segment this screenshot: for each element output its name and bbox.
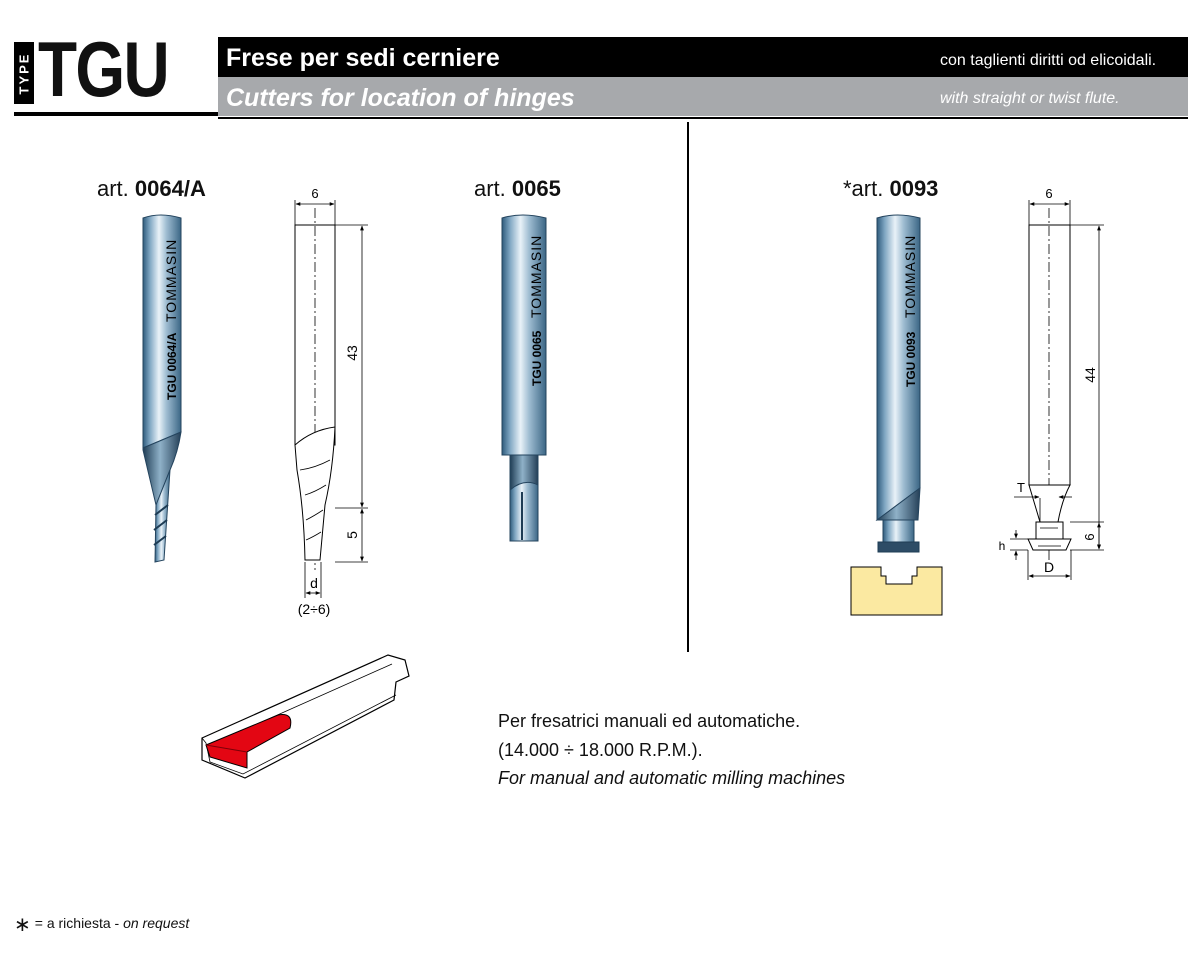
svg-text:TGU 0064/A: TGU 0064/A	[165, 332, 179, 400]
vertical-divider	[687, 122, 689, 652]
svg-text:TOMMASIN: TOMMASIN	[163, 239, 179, 322]
cutter-0093-photo: TGU 0093 TOMMASIN	[875, 214, 921, 553]
article-title-0093: *art. 0093	[843, 176, 939, 201]
drawing-0093	[1010, 200, 1104, 580]
dim-cut-0064a: 5	[344, 531, 360, 539]
footnote: ∗= a richiesta - on request	[14, 914, 190, 936]
dim-diameter-0064a: d	[310, 575, 318, 591]
page-subtitle-english: with straight or twist flute.	[940, 90, 1120, 107]
description-line-english: For manual and automatic milling machine…	[498, 768, 846, 788]
dim-range-0064a: (2÷6)	[298, 601, 331, 617]
hinge-seat-illustration	[201, 654, 410, 779]
cutter-0064a-photo: TGU 0064/A TOMMASIN	[142, 214, 182, 563]
dim-h-0093: h	[999, 539, 1006, 553]
svg-text:TOMMASIN: TOMMASIN	[902, 235, 918, 318]
dim-t-0093: T	[1017, 480, 1025, 495]
dim-length-0093: 44	[1082, 367, 1098, 383]
dim-diameter-0093: D	[1044, 559, 1054, 575]
product-code: TGU	[38, 25, 170, 113]
header-band-grey	[218, 77, 1188, 116]
asterisk-icon: ∗	[14, 914, 31, 936]
header-band-dark	[218, 37, 1188, 77]
drawing-0064a	[294, 200, 368, 598]
slot-profile	[850, 566, 943, 616]
header-rule-left	[14, 112, 218, 116]
page-subtitle-italian: con taglienti diritti od elicoidali.	[940, 52, 1157, 69]
description-line-1: Per fresatrici manuali ed automatiche.	[498, 711, 801, 731]
page-title-english: Cutters for location of hinges	[226, 84, 575, 112]
description-line-2: (14.000 ÷ 18.000 R.P.M.).	[498, 740, 703, 760]
dim-width-0064a: 6	[311, 186, 318, 201]
page-title-italian: Frese per sedi cerniere	[226, 44, 500, 72]
type-label: TYPE	[14, 42, 34, 104]
cutter-0065-photo: TGU 0065 TOMMASIN	[501, 214, 547, 542]
svg-text:TOMMASIN: TOMMASIN	[528, 235, 544, 318]
dim-cut-0093: 6	[1082, 533, 1097, 540]
dim-length-0064a: 43	[344, 345, 360, 361]
article-title-0065: art. 0065	[474, 176, 561, 201]
svg-text:TGU 0065: TGU 0065	[530, 330, 544, 386]
article-title-0064a: art. 0064/A	[97, 176, 206, 201]
header-rule	[218, 117, 1188, 119]
svg-text:TGU 0093: TGU 0093	[904, 331, 918, 387]
dim-width-0093: 6	[1045, 186, 1052, 201]
